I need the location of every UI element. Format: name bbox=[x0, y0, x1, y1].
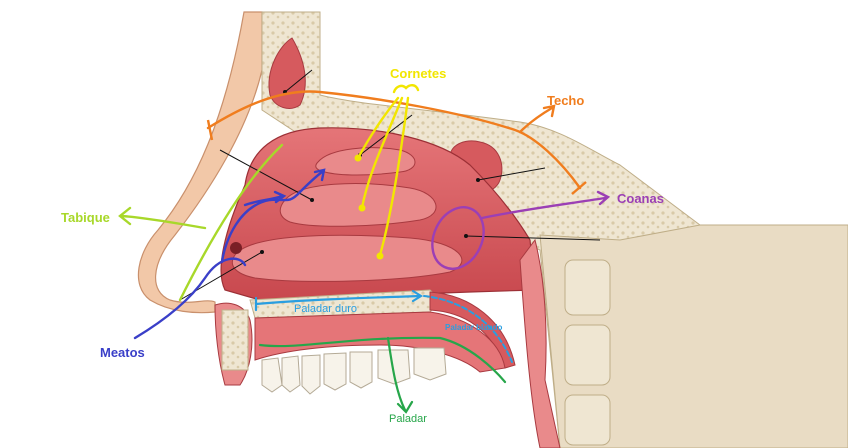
middle-turbinate bbox=[279, 183, 437, 227]
label-paladar-blando: Paladar blando bbox=[445, 323, 503, 332]
tooth-premolar bbox=[349, 351, 373, 389]
paladar-annotation bbox=[258, 336, 507, 414]
label-techo: Techo bbox=[547, 93, 585, 108]
tooth-premolar bbox=[323, 352, 347, 391]
inferior-turbinate bbox=[231, 234, 463, 282]
techo-leader-arrow bbox=[518, 104, 556, 134]
cornetes-brace bbox=[392, 84, 420, 94]
cornetes-dot bbox=[358, 204, 366, 212]
label-tabique: Tabique bbox=[61, 210, 110, 225]
label-cornetes: Cornetes bbox=[390, 66, 447, 81]
tooth-canine bbox=[301, 354, 321, 395]
pointer-lines bbox=[179, 69, 601, 301]
soft-palate-tissue bbox=[429, 291, 516, 369]
label-paladar-duro: Paladar duro bbox=[294, 303, 357, 315]
pointer-line bbox=[465, 235, 601, 241]
cornetes-leader bbox=[360, 96, 404, 210]
cornetes-dots bbox=[354, 154, 384, 260]
techo-end-bar bbox=[571, 181, 587, 195]
nostril-opening bbox=[230, 242, 242, 254]
pointer-dot bbox=[476, 178, 480, 182]
pointer-dot bbox=[464, 234, 468, 238]
cornetes-annotation bbox=[356, 84, 420, 257]
coanas-leader-arrow bbox=[480, 190, 611, 220]
meatos-annotation bbox=[133, 168, 326, 340]
pointer-line bbox=[219, 149, 313, 201]
frontal-sinus bbox=[268, 37, 306, 109]
tooth-molar bbox=[413, 347, 447, 381]
label-paladar: Paladar bbox=[389, 413, 427, 425]
back-tissue bbox=[539, 224, 848, 448]
tooth-incisor bbox=[281, 355, 301, 393]
cornetes-dot bbox=[354, 154, 362, 162]
vertebra bbox=[564, 259, 611, 316]
label-coanas: Coanas bbox=[617, 191, 664, 206]
cornetes-dot bbox=[376, 252, 384, 260]
cornetes-leader bbox=[356, 96, 400, 160]
pointer-line bbox=[284, 69, 313, 93]
pointer-dot bbox=[310, 198, 314, 202]
cervical-vertebrae bbox=[564, 259, 611, 446]
techo-end-bar bbox=[206, 119, 214, 141]
pointer-line bbox=[477, 167, 546, 181]
vertebra bbox=[564, 324, 611, 386]
tabique-annotation bbox=[118, 143, 284, 302]
paladar-blando-annotation bbox=[423, 295, 513, 363]
paladar-duro-annotation bbox=[254, 289, 424, 312]
label-meatos: Meatos bbox=[100, 345, 145, 360]
cornetes-leader bbox=[378, 96, 410, 257]
tooth-incisor bbox=[261, 357, 283, 393]
pointer-dot bbox=[260, 250, 264, 254]
premaxilla-bone bbox=[221, 309, 249, 371]
coanas-annotation bbox=[431, 206, 485, 270]
upper-teeth bbox=[261, 347, 447, 395]
vertebra bbox=[564, 394, 611, 446]
techo-annotation bbox=[206, 90, 582, 190]
tooth-molar bbox=[377, 349, 411, 385]
